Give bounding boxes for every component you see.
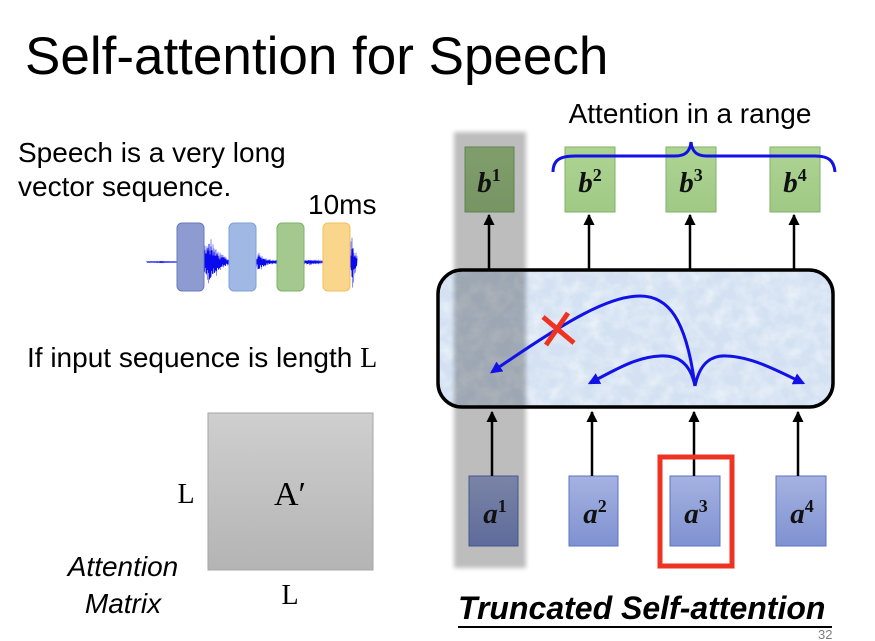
input-label-a2: a2 xyxy=(583,496,607,530)
slide-title: Self-attention for Speech xyxy=(25,27,608,86)
input-label-base: a xyxy=(684,498,699,530)
input-box-a4 xyxy=(775,475,827,547)
frame-duration-label: 10ms xyxy=(308,189,376,220)
waveform-segment xyxy=(202,243,231,280)
output-label-b2: b2 xyxy=(578,165,602,199)
waveform-segment xyxy=(254,255,279,269)
waveform-segment xyxy=(302,259,325,265)
attention-matrix: A′ L L Attention Matrix xyxy=(66,412,374,619)
truncated-attention-diagram: Attention in a range xyxy=(436,98,837,628)
matrix-caption-line-2: Matrix xyxy=(85,588,162,619)
output-label-b4: b4 xyxy=(783,165,807,199)
output-label-sup: 4 xyxy=(798,165,807,185)
output-label-sup: 2 xyxy=(593,165,602,185)
diagram-caption: Truncated Self-attention xyxy=(458,590,825,626)
output-label-sup: 3 xyxy=(694,165,703,185)
self-attention-layer xyxy=(436,268,835,409)
matrix-label: A′ xyxy=(274,476,306,513)
intro-line-1: Speech is a very long xyxy=(18,137,286,168)
input-label-sup: 1 xyxy=(498,496,507,516)
length-statement: If input sequence is length L xyxy=(27,342,377,374)
input-label-base: a xyxy=(790,498,805,530)
attention-arrow-a3-to-a1 xyxy=(490,294,697,387)
speech-frame-4 xyxy=(322,222,351,292)
input-label-base: a xyxy=(583,498,598,530)
attention-arrow-a3-to-a4 xyxy=(693,354,806,387)
intro-line-2: vector sequence. xyxy=(18,171,231,202)
range-label: Attention in a range xyxy=(569,98,812,129)
speech-frame-1 xyxy=(176,222,205,292)
blocked-x-icon xyxy=(541,311,576,347)
speech-frame-2 xyxy=(228,222,257,292)
attention-arrow-a3-to-a2 xyxy=(587,354,697,387)
input-label-a1: a1 xyxy=(483,496,507,530)
matrix-row-dimension: L xyxy=(177,479,194,510)
length-variable: L xyxy=(360,343,377,374)
speech-waveform xyxy=(146,222,358,292)
output-label-b3: b3 xyxy=(679,165,703,199)
output-label-base: b xyxy=(477,167,492,199)
page-number: 32 xyxy=(818,627,832,641)
output-label-base: b xyxy=(578,167,593,199)
output-label-b1: b1 xyxy=(477,165,501,199)
speech-frame-3 xyxy=(276,222,305,292)
out-of-range-shade xyxy=(454,132,526,568)
length-statement-text: If input sequence is length xyxy=(27,342,360,373)
waveform-signal xyxy=(146,237,358,288)
input-label-a3: a3 xyxy=(684,496,708,530)
input-label-base: a xyxy=(483,498,498,530)
waveform-segment xyxy=(146,260,179,264)
matrix-square xyxy=(207,412,374,571)
input-box-a2 xyxy=(568,475,619,547)
input-label-a4: a4 xyxy=(790,496,814,530)
focus-box-a3 xyxy=(657,454,735,569)
input-label-sup: 4 xyxy=(805,496,814,516)
output-box-b4 xyxy=(769,146,821,213)
output-label-sup: 1 xyxy=(492,165,501,185)
output-box-b2 xyxy=(564,146,616,213)
attention-range-brace xyxy=(551,141,837,173)
matrix-caption-line-1: Attention xyxy=(66,551,179,582)
input-label-sup: 2 xyxy=(598,496,607,516)
input-label-sup: 3 xyxy=(699,496,708,516)
output-label-base: b xyxy=(679,167,694,199)
self-attention-layer-texture xyxy=(438,270,833,407)
input-box-a3 xyxy=(669,475,721,547)
output-box-b3 xyxy=(665,146,717,213)
output-label-base: b xyxy=(783,167,798,199)
matrix-col-dimension: L xyxy=(281,580,298,611)
